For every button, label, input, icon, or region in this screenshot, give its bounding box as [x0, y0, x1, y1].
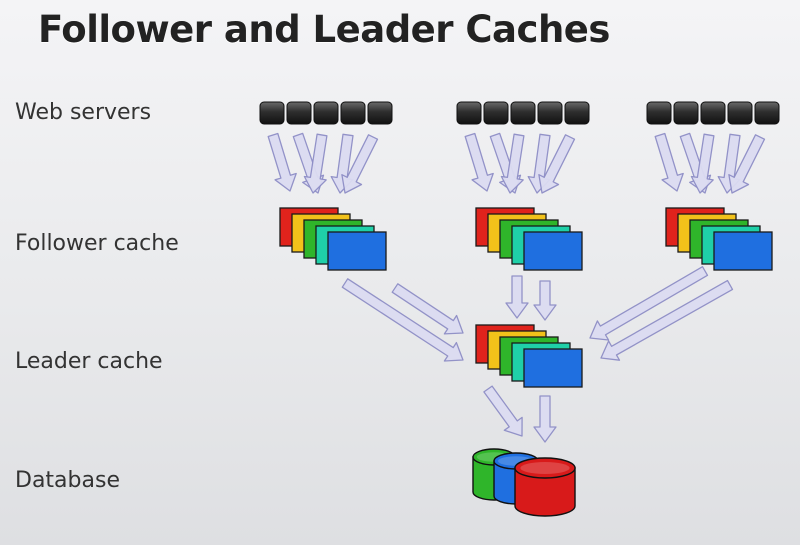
- web-server-groups: [259, 101, 780, 125]
- arrow: [483, 385, 523, 437]
- arrow: [464, 132, 494, 192]
- arrow: [589, 266, 709, 341]
- web-server-group-right: [646, 101, 780, 125]
- server-icon: [286, 101, 312, 125]
- arrow: [654, 132, 684, 192]
- cylinder-highlight: [520, 462, 570, 474]
- cylinder-body: [514, 467, 576, 517]
- cache-stacks: [279, 207, 773, 388]
- database-icon: [472, 448, 576, 517]
- arrows: [267, 132, 766, 443]
- server-icon: [340, 101, 366, 125]
- cache-layer: [523, 231, 583, 271]
- arrow: [500, 133, 525, 194]
- server-icon: [564, 101, 590, 125]
- server-icon: [510, 101, 536, 125]
- label-leader-cache: Leader cache: [15, 349, 163, 374]
- server-icon: [537, 101, 563, 125]
- label-follower-cache: Follower cache: [15, 231, 179, 256]
- server-icon: [483, 101, 509, 125]
- follower-cache-left: [279, 207, 387, 271]
- arrow: [690, 133, 715, 194]
- slide-title: Follower and Leader Caches: [38, 8, 610, 51]
- server-icon: [727, 101, 753, 125]
- server-icon: [456, 101, 482, 125]
- label-web-servers: Web servers: [15, 100, 152, 125]
- cache-layer: [713, 231, 773, 271]
- arrow: [341, 278, 464, 362]
- leader-cache-stack: [475, 324, 583, 388]
- follower-cache-center: [475, 207, 583, 271]
- server-icon: [673, 101, 699, 125]
- arrow: [728, 134, 766, 194]
- server-icon: [313, 101, 339, 125]
- label-database: Database: [15, 468, 120, 493]
- server-icon: [646, 101, 672, 125]
- cache-layer: [523, 348, 583, 388]
- arrow: [533, 280, 557, 321]
- server-icon: [367, 101, 393, 125]
- arrow: [341, 134, 379, 194]
- web-server-group-center: [456, 101, 590, 125]
- arrow: [538, 134, 576, 194]
- database-cylinder: [514, 457, 576, 517]
- arrow: [600, 279, 734, 361]
- web-server-group-left: [259, 101, 393, 125]
- server-icon: [259, 101, 285, 125]
- arrow: [303, 133, 328, 194]
- arrow: [533, 395, 557, 443]
- arrow: [505, 275, 529, 319]
- arrow: [391, 283, 464, 335]
- follower-cache-right: [665, 207, 773, 271]
- arrow: [267, 132, 297, 192]
- cache-layer: [327, 231, 387, 271]
- cylinder-top: [514, 457, 576, 479]
- server-icon: [700, 101, 726, 125]
- server-icon: [754, 101, 780, 125]
